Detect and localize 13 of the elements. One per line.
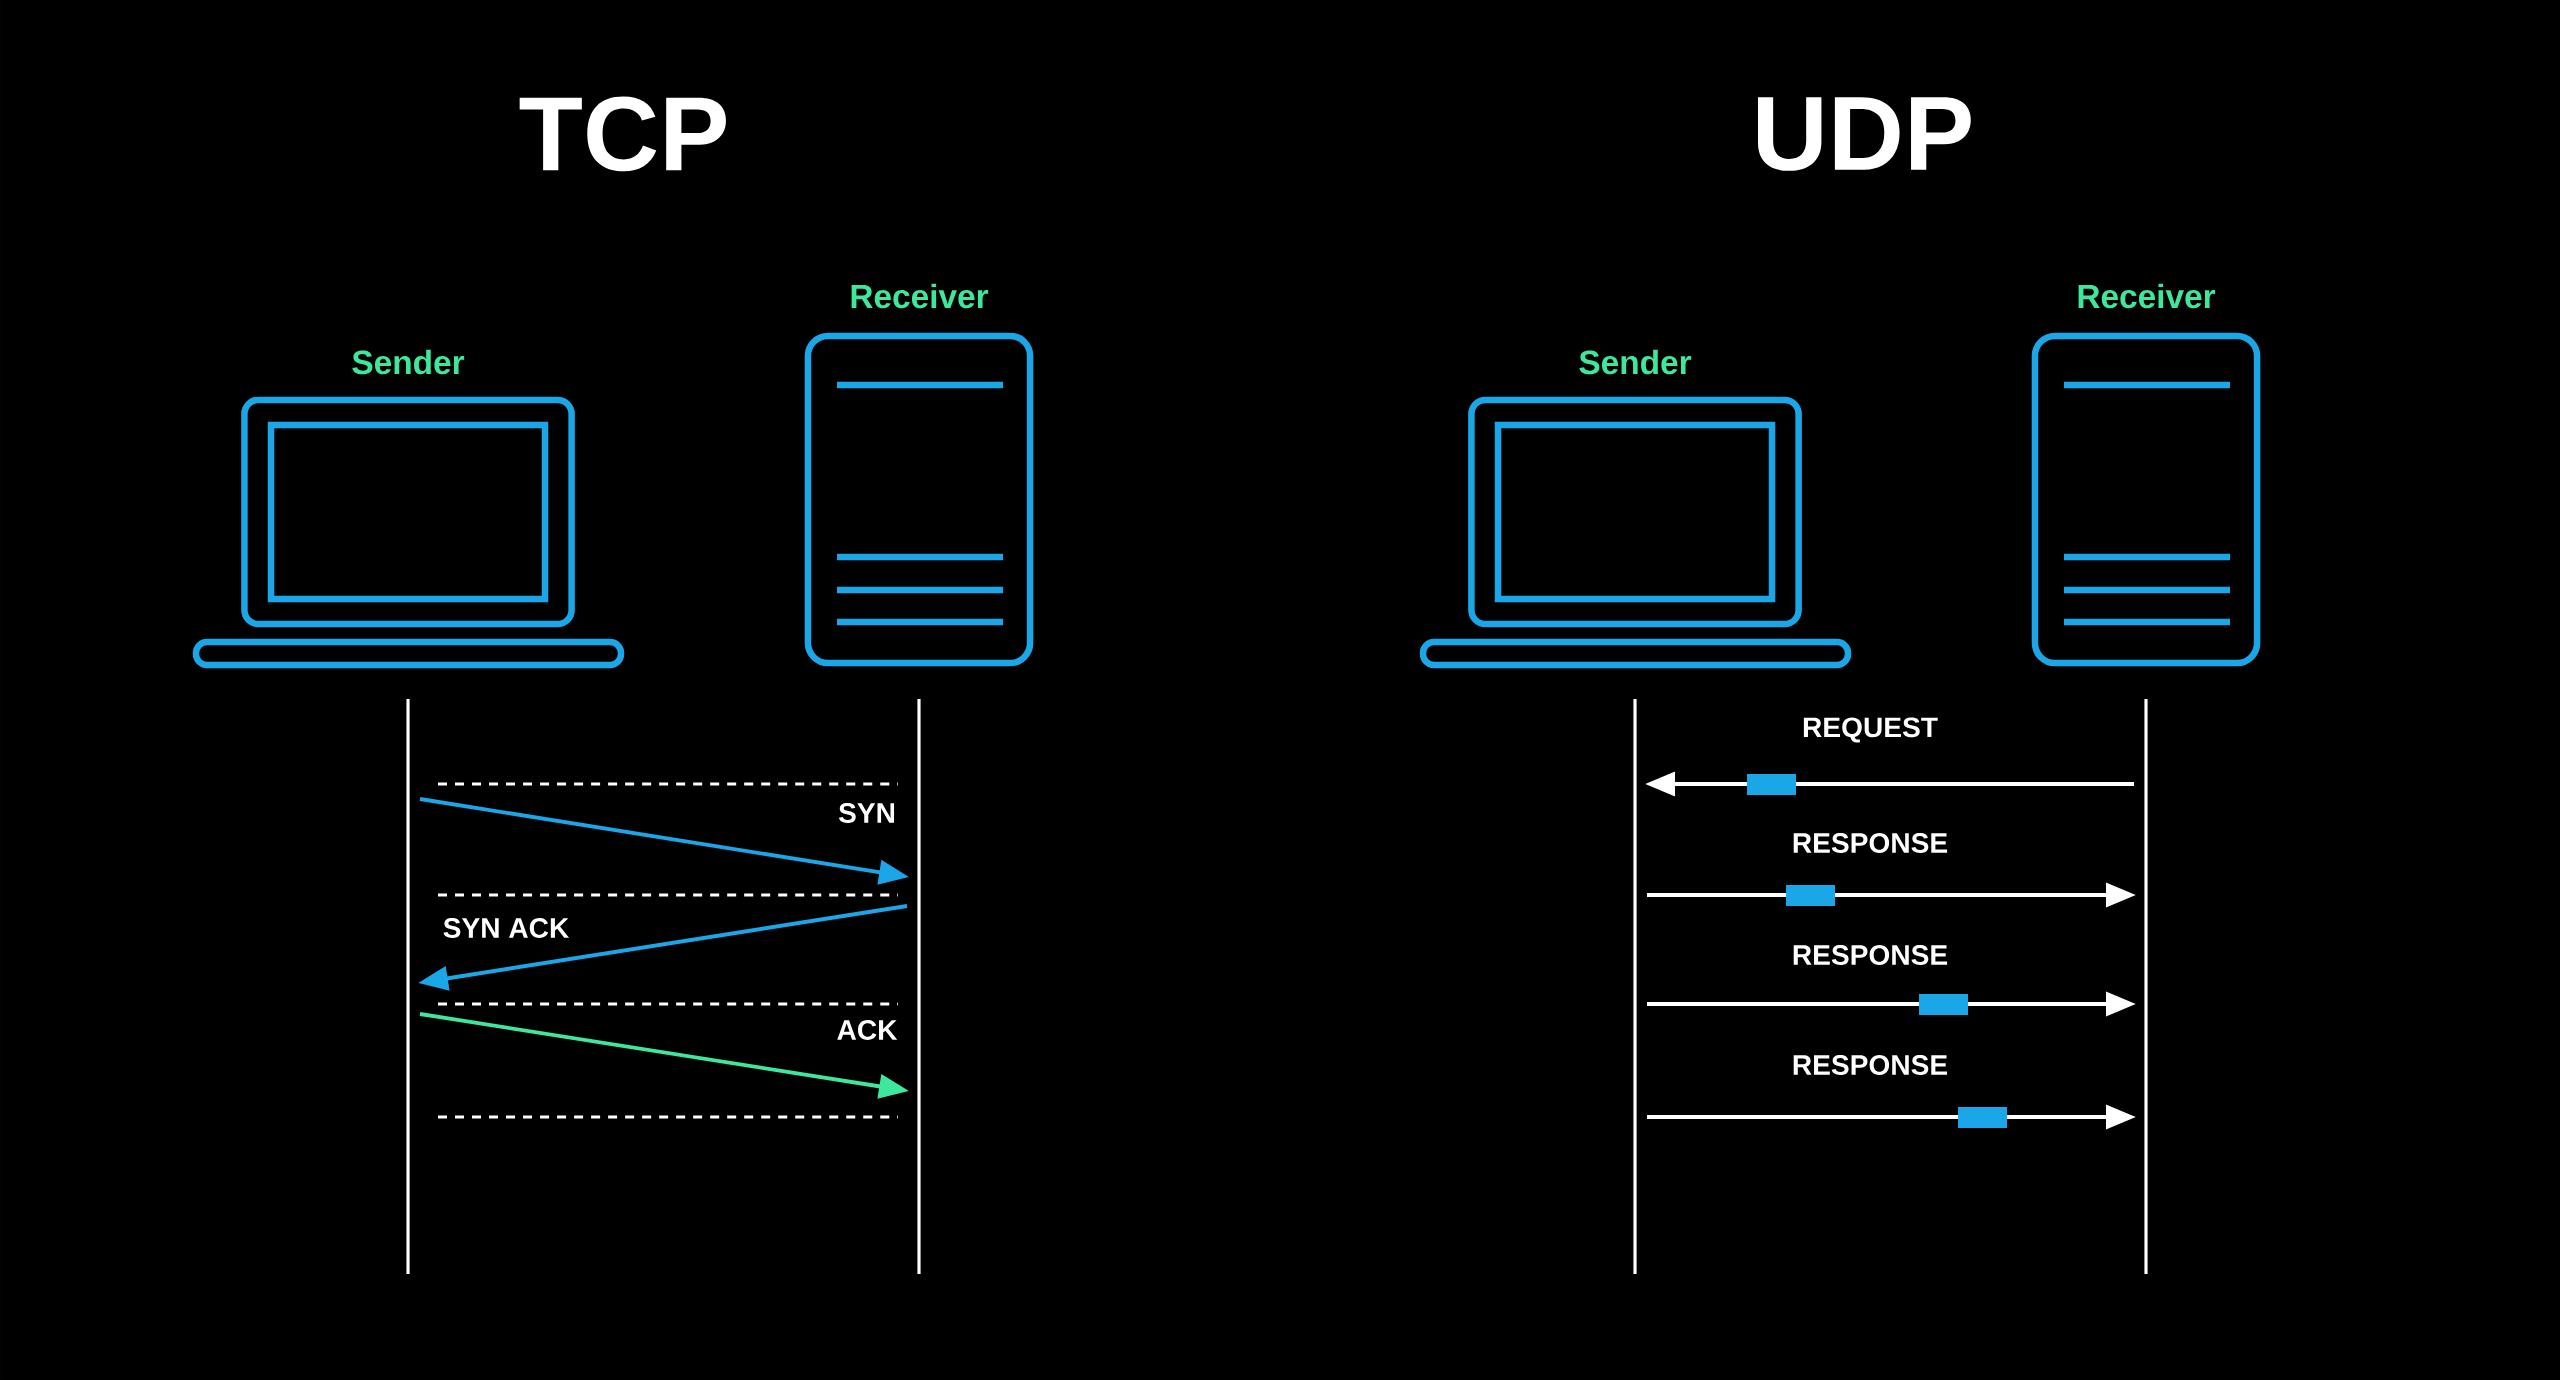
edge-label: SYN [838,803,895,823]
edge-label: RESPONSE [1793,833,1948,853]
edge-label: RESPONSE [1793,1055,1948,1075]
edge-label: SYN ACK [443,918,570,938]
device-label: Receiver [2078,283,2216,309]
title: TCP [519,96,726,172]
device-label: Sender [1579,349,1692,375]
edge-label: RESPONSE [1793,945,1948,965]
edge-label: ACK [837,1020,898,1040]
title: UDP [1758,97,1971,171]
edge-label: REQUEST [1803,717,1938,743]
device-label: Sender [352,349,465,375]
device-label: Receiver [851,283,989,309]
